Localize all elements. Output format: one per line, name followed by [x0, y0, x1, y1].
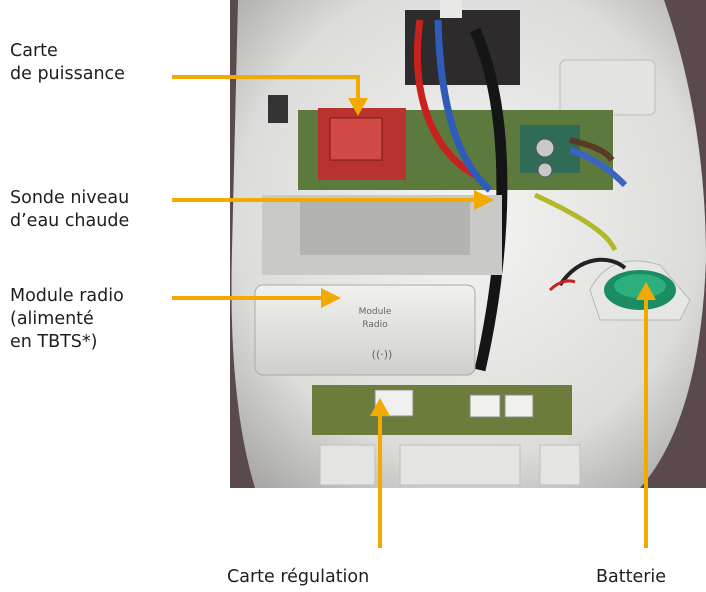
arrow-sonde-niveau	[172, 190, 494, 210]
connector-3	[504, 394, 534, 418]
label-module-radio: Module radio (alimenté en TBTS*)	[10, 286, 124, 352]
label-batterie: Batterie	[596, 567, 667, 587]
arrow-carte-regulation	[370, 398, 390, 548]
wire-blue-right	[569, 147, 628, 188]
top-cavity	[405, 10, 520, 85]
wire-black	[469, 27, 508, 372]
wire-red	[414, 19, 477, 179]
arrow-carte-puissance	[172, 75, 368, 116]
module-text-line1: Module	[359, 307, 392, 317]
label-carte-puissance: Carte de puissance	[10, 41, 125, 84]
label-sonde-niveau: Sonde niveau d’eau chaude	[10, 188, 130, 231]
battery-wires	[558, 257, 627, 287]
arrow-batterie	[636, 282, 656, 548]
radio-module	[254, 284, 476, 376]
wire-brown	[569, 137, 615, 162]
label-carte-regulation: Carte régulation	[227, 567, 370, 587]
connector-2	[469, 394, 501, 418]
module-radio-symbol: ((·))	[372, 348, 393, 361]
module-text-line2: Radio	[362, 320, 388, 330]
arrow-module-radio	[172, 288, 341, 308]
wire-yellow-green	[533, 192, 618, 252]
wire-blue	[434, 19, 493, 193]
